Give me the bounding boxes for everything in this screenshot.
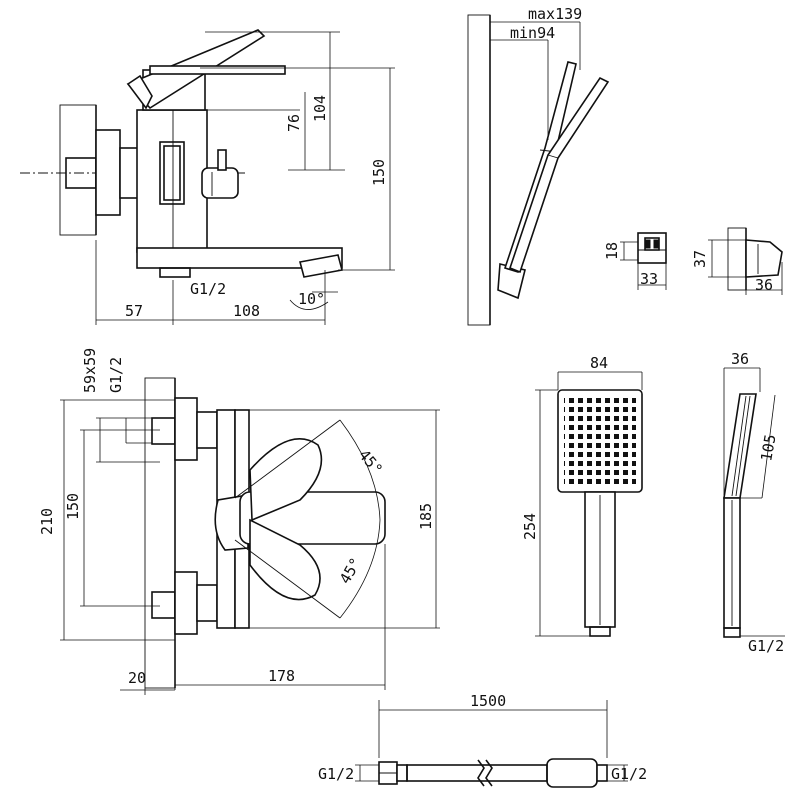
hose-thread-right-label: G1/2 <box>611 765 647 783</box>
projection-label: 178 <box>268 667 295 685</box>
bracket-body <box>745 239 783 278</box>
angle-lower-label: 45° <box>336 555 365 587</box>
wall-flange <box>95 129 121 216</box>
overall-length-label: 254 <box>521 513 539 540</box>
inlet-thread-label: G1/2 <box>107 357 125 393</box>
dim-height-total: 150 <box>370 159 388 186</box>
shower-head-front-view: 84 254 <box>521 354 643 637</box>
max-reach-label: max139 <box>528 5 582 23</box>
side-head-length-label: 105 <box>757 433 779 463</box>
bracket-height-label: 37 <box>691 250 709 268</box>
lever-lower-pos <box>249 518 321 601</box>
inlet-spacing-label: 150 <box>64 493 82 520</box>
faucet-plan-view: 59x59 G1/2 210 150 185 178 20 45° 45° <box>38 348 440 695</box>
dim-height-76: 76 <box>285 114 303 132</box>
hose-thread-left-label: G1/2 <box>318 765 354 783</box>
handshower-tilt-view: max139 min94 <box>467 5 610 326</box>
holder-body <box>637 232 667 264</box>
nozzle-grid <box>564 396 636 486</box>
holder-height-label: 18 <box>603 242 621 260</box>
lever-upper-pos <box>249 438 323 522</box>
spout <box>136 247 343 269</box>
faucet-side-view: 150 104 76 57 108 G1/2 10° <box>20 29 395 325</box>
flange-size-label: 59x59 <box>81 348 99 393</box>
hose-cone-right <box>546 758 598 788</box>
hose-length-label: 1500 <box>470 692 506 710</box>
overall-height-label: 210 <box>38 508 56 535</box>
dim-spout-length: 108 <box>233 302 260 320</box>
dim-wall-to-center: 57 <box>125 302 143 320</box>
side-depth-label: 36 <box>731 350 749 368</box>
handshower-vertical <box>503 61 577 273</box>
spout-outlet <box>159 267 191 278</box>
holder-view: 18 33 <box>603 232 667 290</box>
side-dimensions <box>95 31 395 325</box>
wall-section-2 <box>467 14 491 326</box>
outlet-thread-label: G1/2 <box>190 280 226 298</box>
body-height-label: 185 <box>417 503 435 530</box>
side-thread-label: G1/2 <box>748 637 784 655</box>
head-width-label: 84 <box>590 354 608 372</box>
wall-offset-label: 20 <box>128 669 146 687</box>
wall-section-3 <box>144 377 176 689</box>
hose-body <box>406 764 548 782</box>
dim-height-104: 104 <box>311 95 329 122</box>
holder-width-label: 33 <box>640 270 658 288</box>
hose-view: 1500 G1/2 G1/2 <box>318 692 647 788</box>
min-reach-label: min94 <box>510 24 555 42</box>
diverter-knob <box>201 167 239 199</box>
wall-bracket-view: 37 36 <box>691 227 783 295</box>
spout-angle-label: 10° <box>298 290 325 308</box>
shower-head-side-view: 36 105 G1/2 <box>723 350 785 655</box>
bracket-depth-label: 36 <box>755 276 773 294</box>
